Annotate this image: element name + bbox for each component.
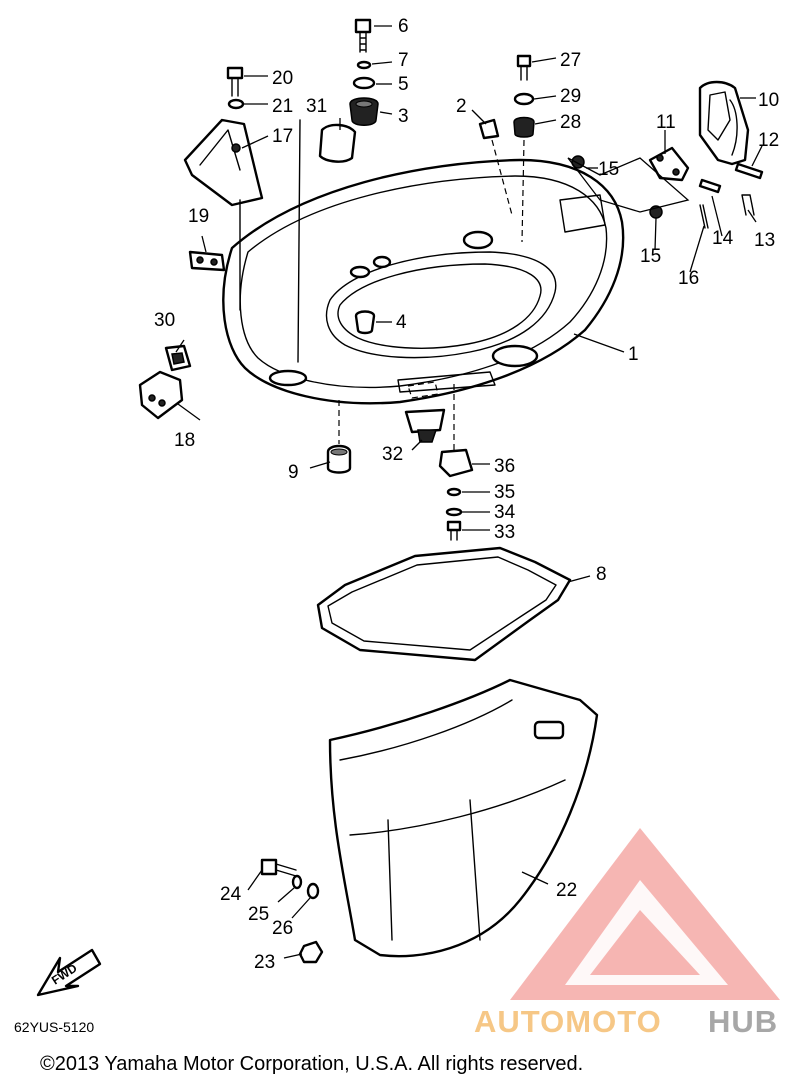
bolt-20: [226, 66, 244, 97]
copyright-notice: ©2013 Yamaha Motor Corporation, U.S.A. A…: [40, 1053, 583, 1075]
callout-10: 10: [758, 90, 779, 111]
leader-lines: [175, 25, 763, 959]
callout-22: 22: [556, 880, 577, 901]
watermark-brand-primary: AUTOMOTO: [474, 1004, 662, 1039]
watermark-brand-secondary: HUB: [708, 1004, 778, 1039]
pin-12: [734, 162, 764, 180]
clip-13: [741, 194, 755, 216]
apron: [328, 678, 599, 958]
nut-23: [298, 940, 324, 964]
callout-35: 35: [494, 482, 515, 503]
screw-33: [446, 520, 462, 541]
grommet-32: [404, 408, 446, 443]
callout-9: 9: [288, 462, 299, 483]
callout-11: 11: [656, 112, 676, 133]
callout-5: 5: [398, 74, 409, 95]
callout-29: 29: [560, 86, 581, 107]
cotter-16: [699, 204, 709, 229]
callout-20: 20: [272, 68, 293, 89]
spacer-19: [188, 250, 226, 272]
watermark-triangle-core: [590, 910, 700, 975]
watermark-text: AUTOMOTO HUB: [474, 1004, 778, 1039]
callout-13: 13: [754, 230, 775, 251]
leader-box-15: [567, 157, 690, 213]
fwd-arrow-icon: FWD: [36, 948, 102, 997]
bracket-17: [183, 118, 264, 311]
fitting-2: [478, 118, 500, 140]
grommet-3: [349, 97, 379, 126]
plug-31: [318, 123, 357, 163]
clamp-36: [438, 448, 474, 478]
callout-19: 19: [188, 206, 209, 227]
bolt-6: [354, 18, 372, 53]
callout-6: 6: [398, 16, 409, 37]
callout-21: 21: [272, 96, 293, 117]
callout-27: 27: [560, 50, 581, 71]
dash-2: [491, 139, 513, 216]
washer-21: [227, 98, 245, 110]
callout-7: 7: [398, 50, 409, 71]
callout-23: 23: [254, 952, 275, 973]
bolt-24: [260, 858, 297, 877]
washer-34: [445, 507, 463, 517]
callouts: 1 2 3 4 5 6 7 8 9 10 11 12 13 14 15 15 1…: [154, 16, 779, 973]
callout-15b: 15: [640, 246, 661, 267]
figure-code: 62YUS-5120: [14, 1019, 94, 1035]
callout-33: 33: [494, 522, 515, 543]
callout-32: 32: [382, 444, 403, 465]
callout-28: 28: [560, 112, 581, 133]
callout-2: 2: [456, 96, 467, 117]
callout-18: 18: [174, 430, 195, 451]
washer-35: [446, 487, 462, 497]
bracket-10: [698, 80, 750, 166]
bolt-27: [516, 54, 532, 81]
callout-26: 26: [272, 918, 293, 939]
bottom-cowling: [222, 119, 625, 405]
callout-31: 31: [306, 96, 327, 117]
grommet-28: [513, 116, 535, 138]
callout-25: 25: [248, 904, 269, 925]
washer-29: [513, 92, 535, 106]
callout-3: 3: [398, 106, 409, 127]
bracket-18: [138, 370, 184, 420]
washer-25: [291, 874, 303, 890]
callout-15a: 15: [598, 159, 619, 180]
grommet-30: [164, 344, 192, 372]
callout-17: 17: [272, 126, 293, 147]
callout-30: 30: [154, 310, 175, 331]
callout-36: 36: [494, 456, 515, 477]
washer-5: [352, 76, 376, 90]
grommet-9: [326, 444, 352, 474]
lever-11: [648, 146, 690, 182]
callout-34: 34: [494, 502, 516, 523]
rubber-seal: [316, 546, 572, 662]
dash-28: [521, 139, 525, 243]
watermark-logo: [510, 828, 780, 1000]
washer-7: [356, 60, 372, 70]
callout-12: 12: [758, 130, 779, 151]
callout-24: 24: [220, 884, 242, 905]
callout-16: 16: [678, 268, 699, 289]
grommet-top-body: [349, 255, 392, 279]
pin-14: [698, 178, 722, 194]
grommet-4: [354, 310, 376, 335]
washer-26: [306, 882, 320, 900]
callout-14: 14: [712, 228, 734, 249]
callout-8: 8: [596, 564, 607, 585]
callout-1: 1: [628, 344, 639, 365]
callout-4: 4: [396, 312, 407, 333]
